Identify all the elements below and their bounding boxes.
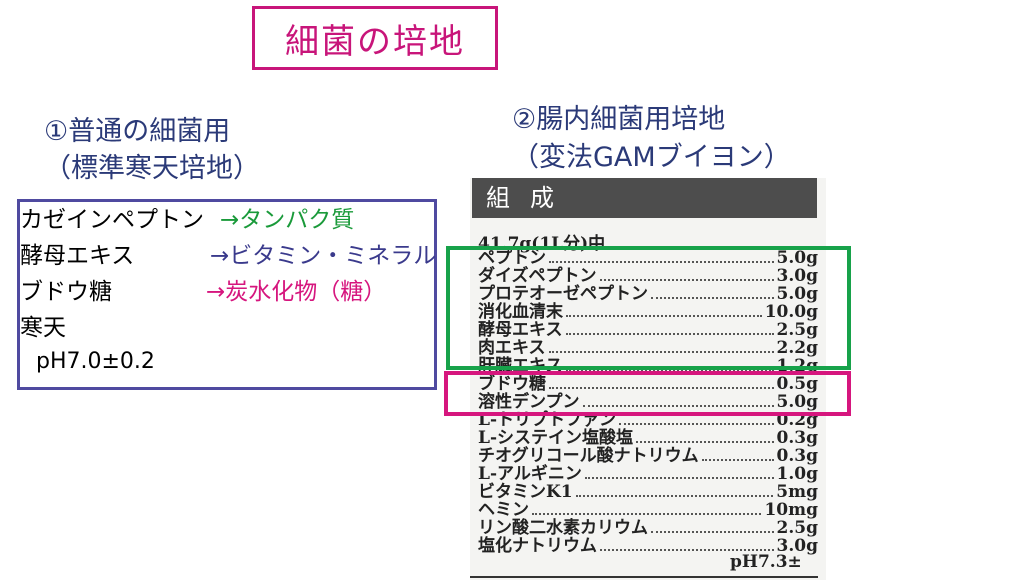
ingredient-row: ペプトン 5.0g <box>478 248 818 268</box>
ingredient-name: リン酸二水素カリウム <box>478 518 648 538</box>
ingredient-name: 溶性デンプン <box>478 392 580 412</box>
leader-dots <box>532 513 762 515</box>
std-row-glucose: ブドウ糖 →炭水化物（糖） <box>20 276 386 308</box>
ingredient-amount: 5.0g <box>776 284 818 304</box>
carbohydrate-highlight-box <box>444 371 851 416</box>
ingredient-amount: 3.0g <box>776 536 818 556</box>
composition-header: 組成 <box>472 178 817 218</box>
ingredient-name: ペプトン <box>478 248 546 268</box>
ingredient-amount: 0.3g <box>776 428 818 448</box>
leader-dots <box>548 351 774 353</box>
ingredient-amount: 5.0g <box>776 248 818 268</box>
ingredient-name: チオグリコール酸ナトリウム <box>478 446 699 466</box>
leader-dots <box>575 495 774 497</box>
ingredient-name: L-システイン塩酸塩 <box>478 428 634 448</box>
leader-dots <box>582 405 774 407</box>
leader-dots <box>584 477 774 479</box>
leader-dots <box>651 297 774 299</box>
protein-vitamin-highlight-box <box>446 246 851 370</box>
section1-heading: ①普通の細菌用 <box>44 116 231 147</box>
leader-dots <box>619 423 774 425</box>
ingredient-row: 消化血清末 10.0g <box>478 302 818 322</box>
leader-dots <box>600 549 774 551</box>
section2-heading: ②腸内細菌用培地 <box>512 104 726 135</box>
ingredient-amount: 2.5g <box>776 320 818 340</box>
section2-subheading: （変法GAMブイヨン） <box>512 142 791 173</box>
std-row-name: pH7.0±0.2 <box>36 349 155 374</box>
std-row-name: カゼインペプトン <box>20 207 204 233</box>
ingredient-name: ヘミン <box>478 500 529 520</box>
ingredient-amount: 10mg <box>764 500 818 520</box>
ingredient-row: L-アルギニン 1.0g <box>478 464 818 484</box>
ingredient-name: 肉エキス <box>478 338 546 358</box>
std-row-yeast: 酵母エキス →ビタミン・ミネラル <box>20 240 436 272</box>
ingredient-amount: 5.0g <box>776 392 818 412</box>
leader-dots <box>599 279 774 281</box>
ingredient-row: ダイズペプトン 3.0g <box>478 266 818 286</box>
leader-dots <box>549 387 774 389</box>
ingredient-row: L-システイン塩酸塩 0.3g <box>478 428 818 448</box>
ingredient-amount: 3.0g <box>776 266 818 286</box>
section1-subheading: （標準寒天培地） <box>44 153 260 184</box>
standard-agar-composition-box: カゼインペプトン →タンパク質 酵母エキス →ビタミン・ミネラル ブドウ糖 →炭… <box>17 199 437 390</box>
ingredient-amount: 5mg <box>776 482 818 502</box>
std-row-agar: 寒天 <box>20 312 66 344</box>
ingredient-row: チオグリコール酸ナトリウム 0.3g <box>478 446 818 466</box>
bottom-rule <box>470 576 818 578</box>
ingredient-row: 溶性デンプン 5.0g <box>478 392 818 412</box>
ingredient-name: ダイズペプトン <box>478 266 597 286</box>
ingredient-row: ビタミンK1 5mg <box>478 482 818 502</box>
ingredient-name: L-アルギニン <box>478 464 582 484</box>
ingredient-name: 塩化ナトリウム <box>478 536 597 556</box>
ingredient-row: ヘミン 10mg <box>478 500 818 520</box>
ingredient-name: ブドウ糖 <box>478 374 546 394</box>
leader-dots <box>565 369 774 371</box>
std-row-casein: カゼインペプトン →タンパク質 <box>20 204 354 236</box>
std-row-name: 酵母エキス <box>20 243 135 269</box>
ingredient-row: 塩化ナトリウム 3.0g <box>478 536 818 556</box>
ingredient-amount: 0.5g <box>776 374 818 394</box>
composition-ph: pH7.3± <box>730 552 802 572</box>
leader-dots <box>701 459 774 461</box>
ingredient-name: 消化血清末 <box>478 302 563 322</box>
ingredient-row: 酵母エキス 2.5g <box>478 320 818 340</box>
page-title: 細菌の培地 <box>252 6 498 70</box>
leader-dots <box>651 531 774 533</box>
std-row-arrow: →ビタミン・ミネラル <box>210 243 437 269</box>
ingredient-row: 肉エキス 2.2g <box>478 338 818 358</box>
ingredient-amount: 1.0g <box>776 464 818 484</box>
leader-dots <box>566 315 762 317</box>
ingredient-amount: 0.3g <box>776 446 818 466</box>
std-row-ph: pH7.0±0.2 <box>36 346 155 378</box>
ingredient-amount: 10.0g <box>764 302 818 322</box>
ingredient-name: プロテオーゼペプトン <box>478 284 648 304</box>
ingredient-name: 酵母エキス <box>478 320 563 340</box>
leader-dots <box>565 333 774 335</box>
std-row-arrow: →タンパク質 <box>220 207 355 233</box>
std-row-name: ブドウ糖 <box>20 279 112 305</box>
std-row-arrow: →炭水化物（糖） <box>206 279 387 305</box>
ingredient-row: ブドウ糖 0.5g <box>478 374 818 394</box>
leader-dots <box>549 261 774 263</box>
ingredient-amount: 2.2g <box>776 338 818 358</box>
ingredient-amount: 2.5g <box>776 518 818 538</box>
std-row-name: 寒天 <box>20 315 66 341</box>
leader-dots <box>636 441 774 443</box>
ingredient-row: プロテオーゼペプトン 5.0g <box>478 284 818 304</box>
ingredient-row: リン酸二水素カリウム 2.5g <box>478 518 818 538</box>
ingredient-name: ビタミンK1 <box>478 482 573 502</box>
